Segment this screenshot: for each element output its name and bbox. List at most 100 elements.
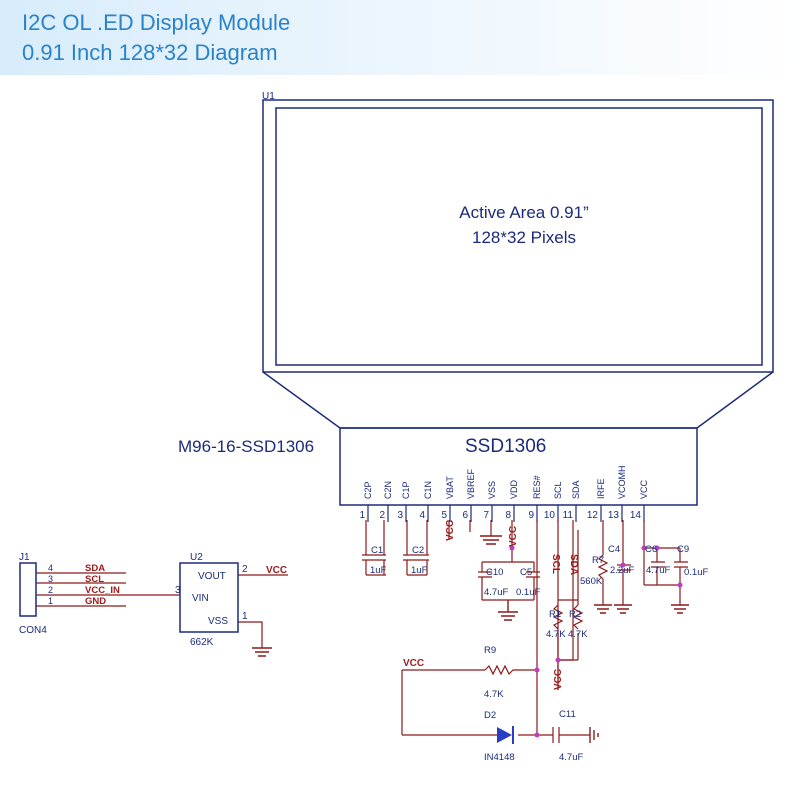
pin-number-13: 13 bbox=[608, 510, 620, 521]
c4-value: 2.2uF bbox=[610, 565, 634, 576]
r9-ref: R9 bbox=[484, 645, 496, 656]
pin-number-7: 7 bbox=[483, 510, 489, 521]
pin-names: C2P C2N C1P C1N VBAT VBREF VSS VDD RES# SCL SDA IRF… bbox=[363, 466, 649, 500]
c10-value: 4.7uF bbox=[484, 587, 508, 598]
pin-number-8: 8 bbox=[505, 510, 511, 521]
j1-signal: SCL bbox=[85, 574, 104, 585]
pin-name-5: VBAT bbox=[445, 476, 455, 499]
active-area-label: Active Area 0.91” bbox=[459, 203, 589, 222]
c5-ref: C5 bbox=[520, 567, 532, 578]
junction-dots bbox=[509, 545, 683, 738]
module-name: M96-16-SSD1306 bbox=[178, 437, 314, 456]
title-line-2: 0.91 Inch 128*32 Diagram bbox=[22, 40, 278, 65]
regulator-u2: U2 662K VOUT VIN VSS 2 3 1 bbox=[175, 552, 248, 648]
j1-signal: GND bbox=[85, 596, 106, 607]
r1-value: 4.7K bbox=[546, 629, 566, 640]
ssd1306-body bbox=[339, 427, 698, 506]
r7-value: 560K bbox=[580, 576, 603, 587]
net-vcc-r9: VCC bbox=[403, 658, 424, 669]
net-vcc-pin8: VCC bbox=[508, 526, 519, 547]
j1-pin-num: 3 bbox=[48, 574, 53, 584]
connector-j1: J1 CON4 4 3 2 1 SDA SCL VCC_IN GND bbox=[19, 552, 120, 636]
wiring bbox=[36, 520, 689, 743]
pin-name-3: C1P bbox=[401, 481, 411, 499]
pin-name-13: VCOMH bbox=[617, 466, 627, 500]
net-sda: SDA bbox=[568, 554, 579, 575]
u2-ref: U2 bbox=[190, 552, 203, 563]
pixels-label: 128*32 Pixels bbox=[472, 228, 576, 247]
j1-ref: J1 bbox=[19, 552, 30, 563]
pin-name-2: C2N bbox=[383, 481, 393, 499]
pin-number-11: 11 bbox=[563, 510, 574, 521]
c9-ref: C9 bbox=[677, 544, 689, 555]
pin-name-14: VCC bbox=[639, 479, 649, 499]
c10-ref: C10 bbox=[486, 567, 503, 578]
pin-number-5: 5 bbox=[441, 510, 447, 521]
pin-name-8: VDD bbox=[509, 479, 519, 499]
c2-value: 1uF bbox=[411, 565, 428, 576]
pin-number-14: 14 bbox=[630, 510, 642, 521]
pin-name-1: C2P bbox=[363, 481, 373, 499]
net-vcc-u2: VCC bbox=[266, 565, 287, 576]
d2-ref: D2 bbox=[484, 710, 496, 721]
diode-d2 bbox=[497, 726, 514, 744]
r2-ref: R2 bbox=[569, 609, 581, 620]
display-panel bbox=[262, 99, 774, 506]
pin-number-12: 12 bbox=[587, 510, 599, 521]
pin-number-3: 3 bbox=[397, 510, 403, 521]
c1-ref: C1 bbox=[371, 545, 383, 556]
j1-pin-num: 2 bbox=[48, 585, 53, 595]
pin-number-1: 1 bbox=[359, 510, 365, 521]
j1-pin-num: 4 bbox=[48, 563, 53, 573]
r7-ref: R7 bbox=[592, 555, 604, 566]
pin-number-2: 2 bbox=[379, 510, 385, 521]
u2-vout: VOUT bbox=[198, 571, 226, 582]
c6-value: 4.7uF bbox=[646, 565, 670, 576]
j1-name: CON4 bbox=[19, 625, 47, 636]
pin-name-6: VBREF bbox=[466, 468, 476, 499]
title-line-1: I2C OL .ED Display Module bbox=[22, 10, 291, 35]
u2-pin-vout: 2 bbox=[242, 564, 248, 575]
c9-value: 0.1uF bbox=[684, 567, 708, 578]
pin-name-7: VSS bbox=[487, 481, 497, 499]
r9-value: 4.7K bbox=[484, 689, 504, 700]
c2-ref: C2 bbox=[412, 545, 424, 556]
pin-number-4: 4 bbox=[419, 510, 425, 521]
pin-name-11: SDA bbox=[571, 480, 581, 499]
display-outline bbox=[262, 99, 774, 373]
pin-name-9: RES# bbox=[532, 475, 542, 499]
pin-number-9: 9 bbox=[528, 510, 534, 521]
display-taper bbox=[262, 371, 774, 429]
d2-value: IN4148 bbox=[484, 752, 515, 763]
j1-signal: SDA bbox=[85, 563, 105, 574]
pin-name-12: IRFE bbox=[596, 478, 606, 499]
c4-ref: C4 bbox=[608, 544, 620, 555]
u1-ref: U1 bbox=[262, 91, 275, 102]
u2-pin-vss: 1 bbox=[242, 611, 248, 622]
u2-vss: VSS bbox=[208, 616, 228, 627]
pin-number-6: 6 bbox=[462, 510, 468, 521]
u2-vin: VIN bbox=[192, 593, 209, 604]
c5-value: 0.1uF bbox=[516, 587, 540, 598]
j1-pin-num: 1 bbox=[48, 596, 53, 606]
j1-signal: VCC_IN bbox=[85, 585, 120, 596]
controller-name: SSD1306 bbox=[465, 436, 546, 457]
u2-pin-vin: 3 bbox=[175, 585, 181, 596]
r1-ref: R1 bbox=[549, 609, 561, 620]
r2-value: 4.7K bbox=[568, 629, 588, 640]
pin-number-10: 10 bbox=[544, 510, 556, 521]
pin-name-10: SCL bbox=[553, 481, 563, 499]
c11-ref: C11 bbox=[559, 709, 576, 720]
pin-name-4: C1N bbox=[423, 481, 433, 499]
c11-value: 4.7uF bbox=[559, 752, 583, 763]
c1-value: 1uF bbox=[370, 565, 387, 576]
header-banner: I2C OL .ED Display Module 0.91 Inch 128*… bbox=[0, 0, 800, 75]
c6-ref: C6 bbox=[645, 544, 657, 555]
u2-part: 662K bbox=[190, 637, 214, 648]
net-vcc-pin5: VCC bbox=[445, 520, 456, 541]
net-scl: SCL bbox=[550, 554, 561, 574]
active-area-box bbox=[275, 107, 763, 366]
net-vcc-pullup: VCC bbox=[553, 669, 564, 690]
